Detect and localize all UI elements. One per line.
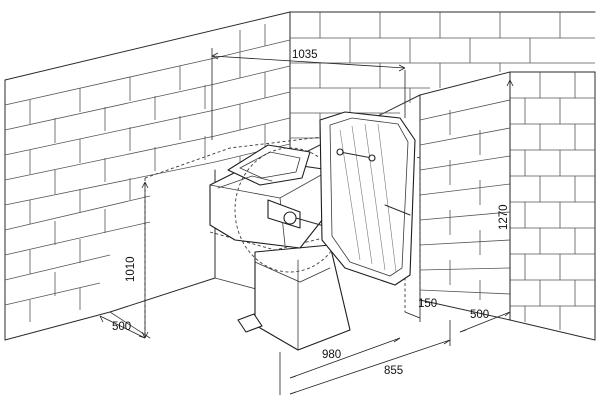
control-panel: [227, 144, 311, 186]
wheel-balancer: [209, 111, 416, 351]
label-1270: 1270: [498, 204, 510, 230]
label-855: 855: [384, 365, 403, 377]
label-500-left: 500: [112, 321, 131, 333]
dim-500-right: 500: [459, 309, 511, 333]
right-wall: [419, 71, 596, 341]
dim-150: 150: [404, 298, 437, 322]
label-980: 980: [322, 349, 341, 361]
dim-1010: 1010: [125, 181, 149, 339]
machine-base: [254, 244, 351, 351]
label-500-right: 500: [470, 309, 489, 321]
label-1035: 1035: [292, 49, 318, 61]
dim-980: 980: [279, 337, 401, 395]
left-wall: [4, 11, 291, 341]
wheel-guard: [319, 111, 416, 286]
dim-500-left: 500: [99, 315, 146, 339]
dim-1270: 1270: [498, 79, 514, 310]
shaft-hub: [283, 211, 297, 225]
label-1010: 1010: [125, 256, 137, 282]
dim-855: 855: [289, 320, 451, 395]
dim-1035: 1035: [211, 48, 406, 140]
label-150: 150: [418, 298, 437, 310]
brake-pedal: [237, 313, 263, 333]
